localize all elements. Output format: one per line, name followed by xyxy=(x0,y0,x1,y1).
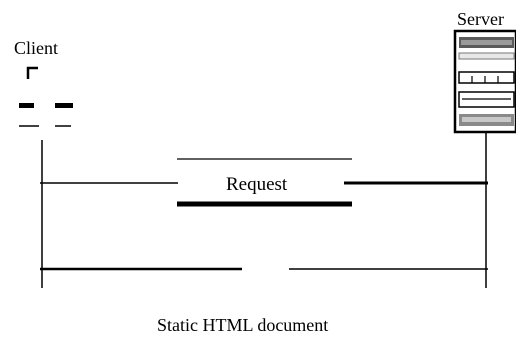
client-label: Client xyxy=(14,38,58,58)
request-label: Request xyxy=(226,174,288,195)
diagram-caption: Static HTML document xyxy=(157,315,329,335)
server-rack-icon xyxy=(453,29,516,134)
request-arrow xyxy=(40,158,488,207)
server-label: Server xyxy=(457,9,504,29)
client-computer-icon xyxy=(19,66,73,127)
